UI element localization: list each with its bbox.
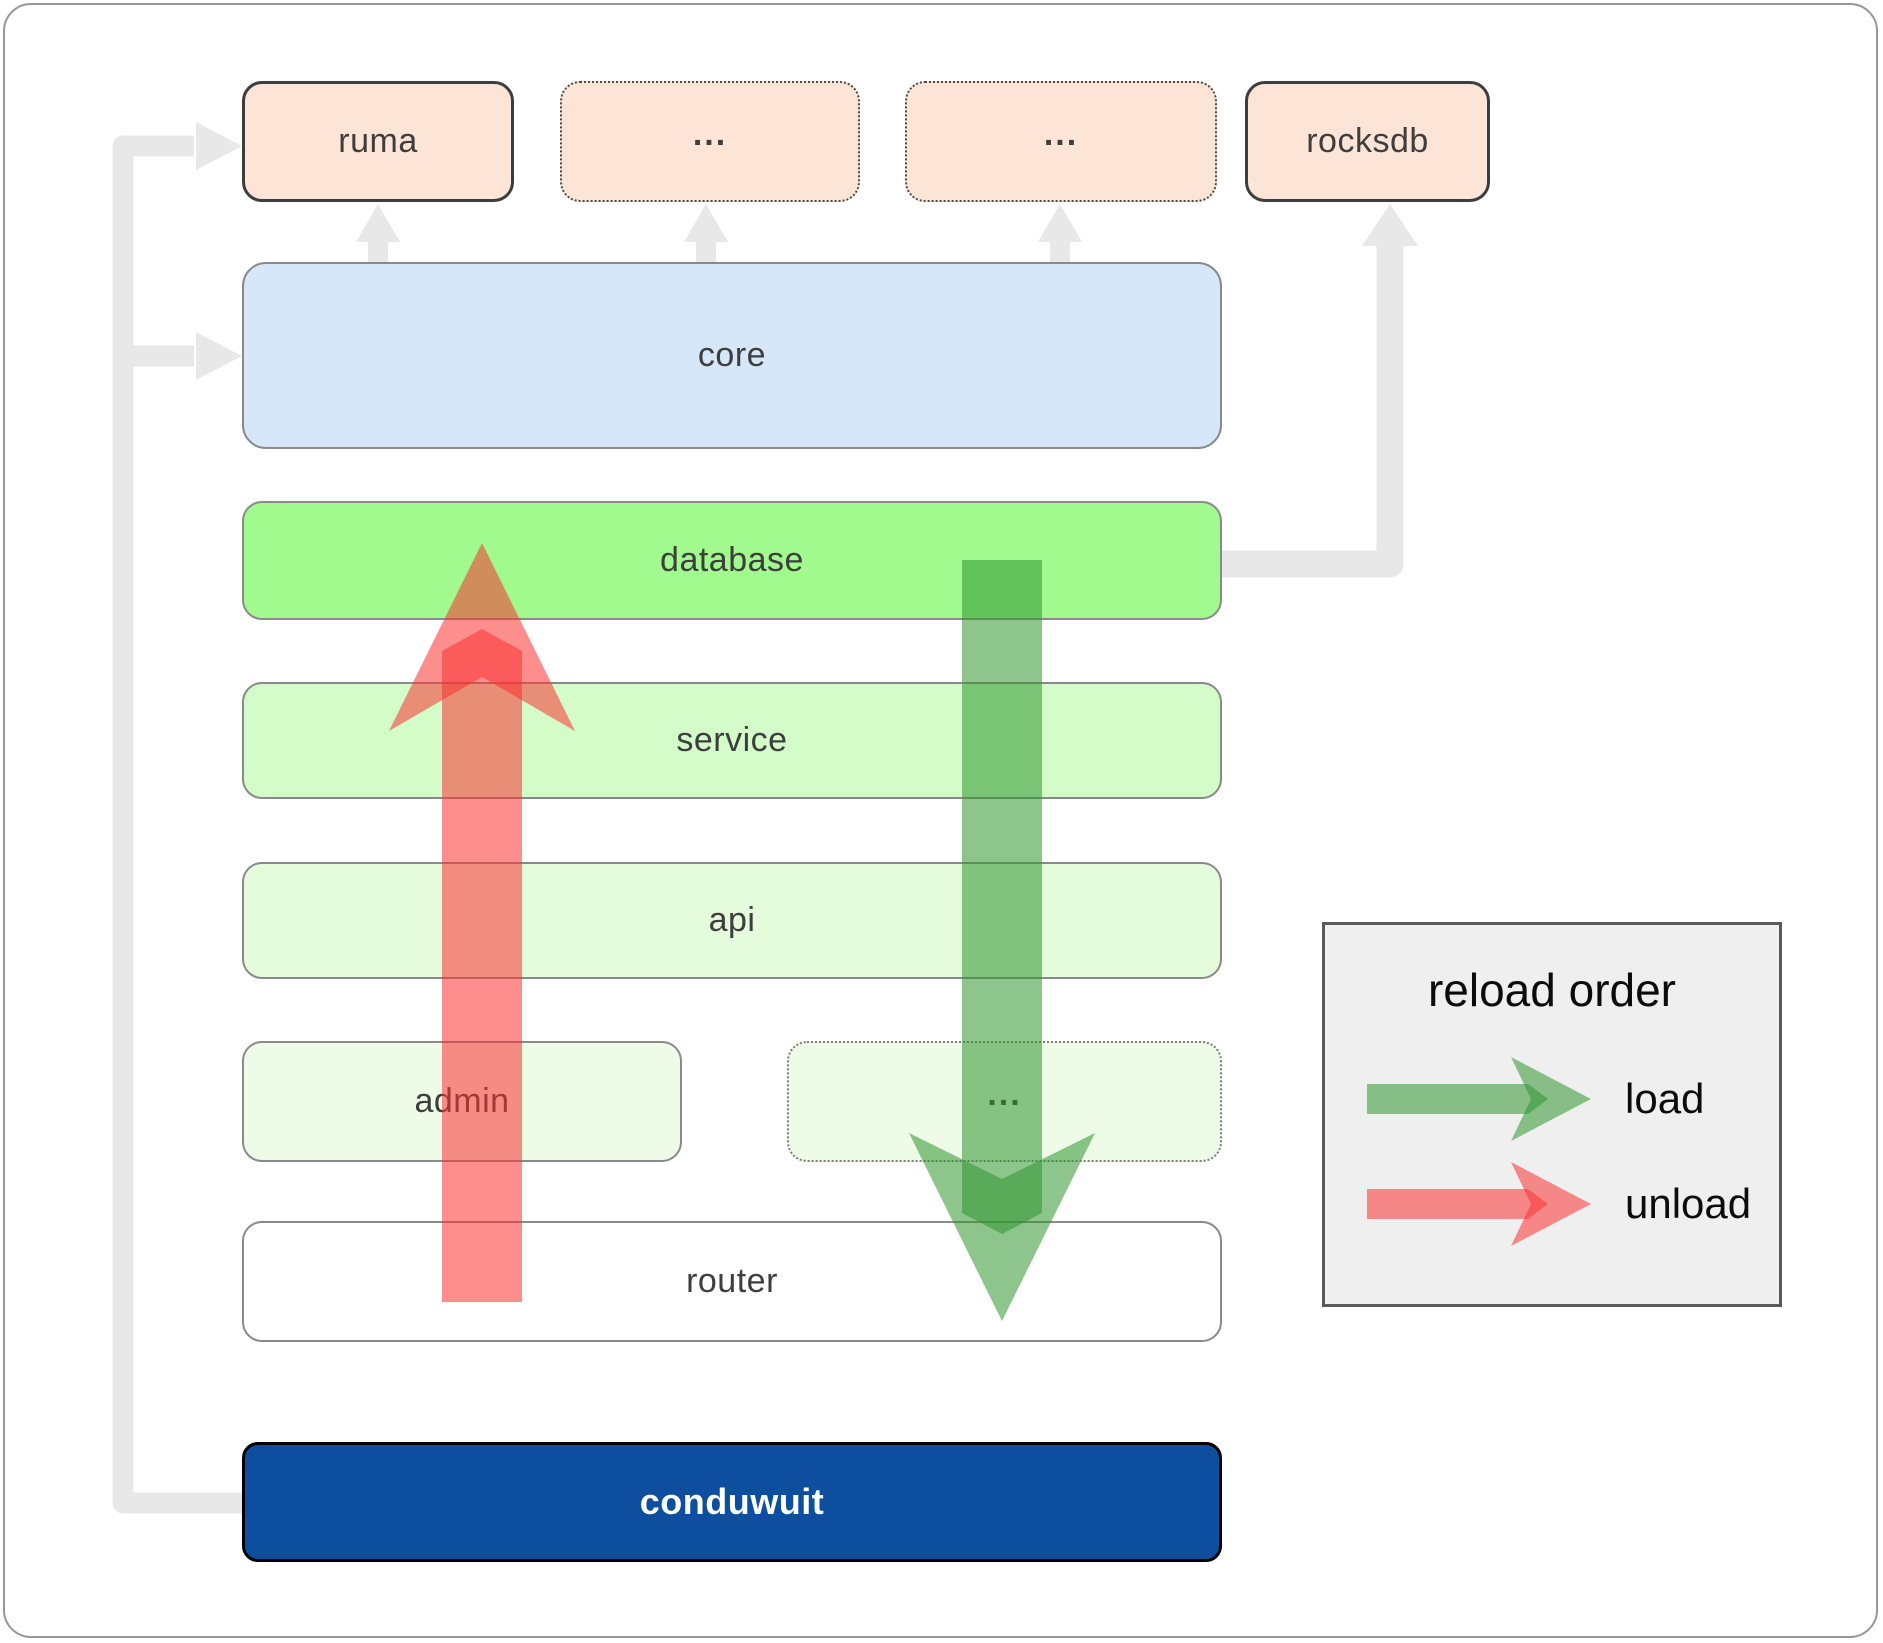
load-arrow-icon	[1367, 1057, 1591, 1141]
box-database-label: database	[660, 541, 804, 579]
legend: reload order load unload	[1322, 922, 1782, 1307]
box-api-label: api	[708, 901, 756, 939]
box-admin-external-label: ...	[987, 1075, 1022, 1113]
unload-arrow-icon	[1367, 1162, 1591, 1246]
box-admin-external: ...	[787, 1041, 1222, 1162]
box-external-2: ...	[905, 81, 1217, 202]
legend-load-label: load	[1625, 1075, 1705, 1122]
box-database: database	[242, 501, 1222, 620]
box-rocksdb: rocksdb	[1245, 81, 1490, 202]
diagram-outer-frame	[3, 3, 1878, 1638]
box-external-1: ...	[560, 81, 860, 202]
legend-load-shaft	[1367, 1084, 1548, 1114]
box-admin: admin	[242, 1041, 682, 1162]
box-ruma: ruma	[242, 81, 514, 202]
box-admin-label: admin	[414, 1082, 510, 1120]
box-external-2-label: ...	[1043, 115, 1079, 153]
box-router: router	[242, 1221, 1222, 1342]
box-conduwuit: conduwuit	[242, 1442, 1222, 1562]
box-ruma-label: ruma	[338, 122, 418, 160]
box-router-label: router	[686, 1262, 778, 1300]
box-rocksdb-label: rocksdb	[1306, 122, 1429, 160]
legend-unload-head	[1511, 1162, 1591, 1246]
legend-unload-shaft	[1367, 1189, 1548, 1219]
box-core: core	[242, 262, 1222, 449]
box-conduwuit-label: conduwuit	[639, 1481, 825, 1522]
legend-load-head	[1511, 1057, 1591, 1141]
box-external-1-label: ...	[692, 115, 728, 153]
box-api: api	[242, 862, 1222, 979]
box-core-label: core	[697, 336, 767, 374]
legend-unload-label: unload	[1625, 1180, 1752, 1227]
box-service-label: service	[676, 721, 788, 759]
box-service: service	[242, 682, 1222, 799]
legend-title: reload order	[1427, 964, 1677, 1016]
